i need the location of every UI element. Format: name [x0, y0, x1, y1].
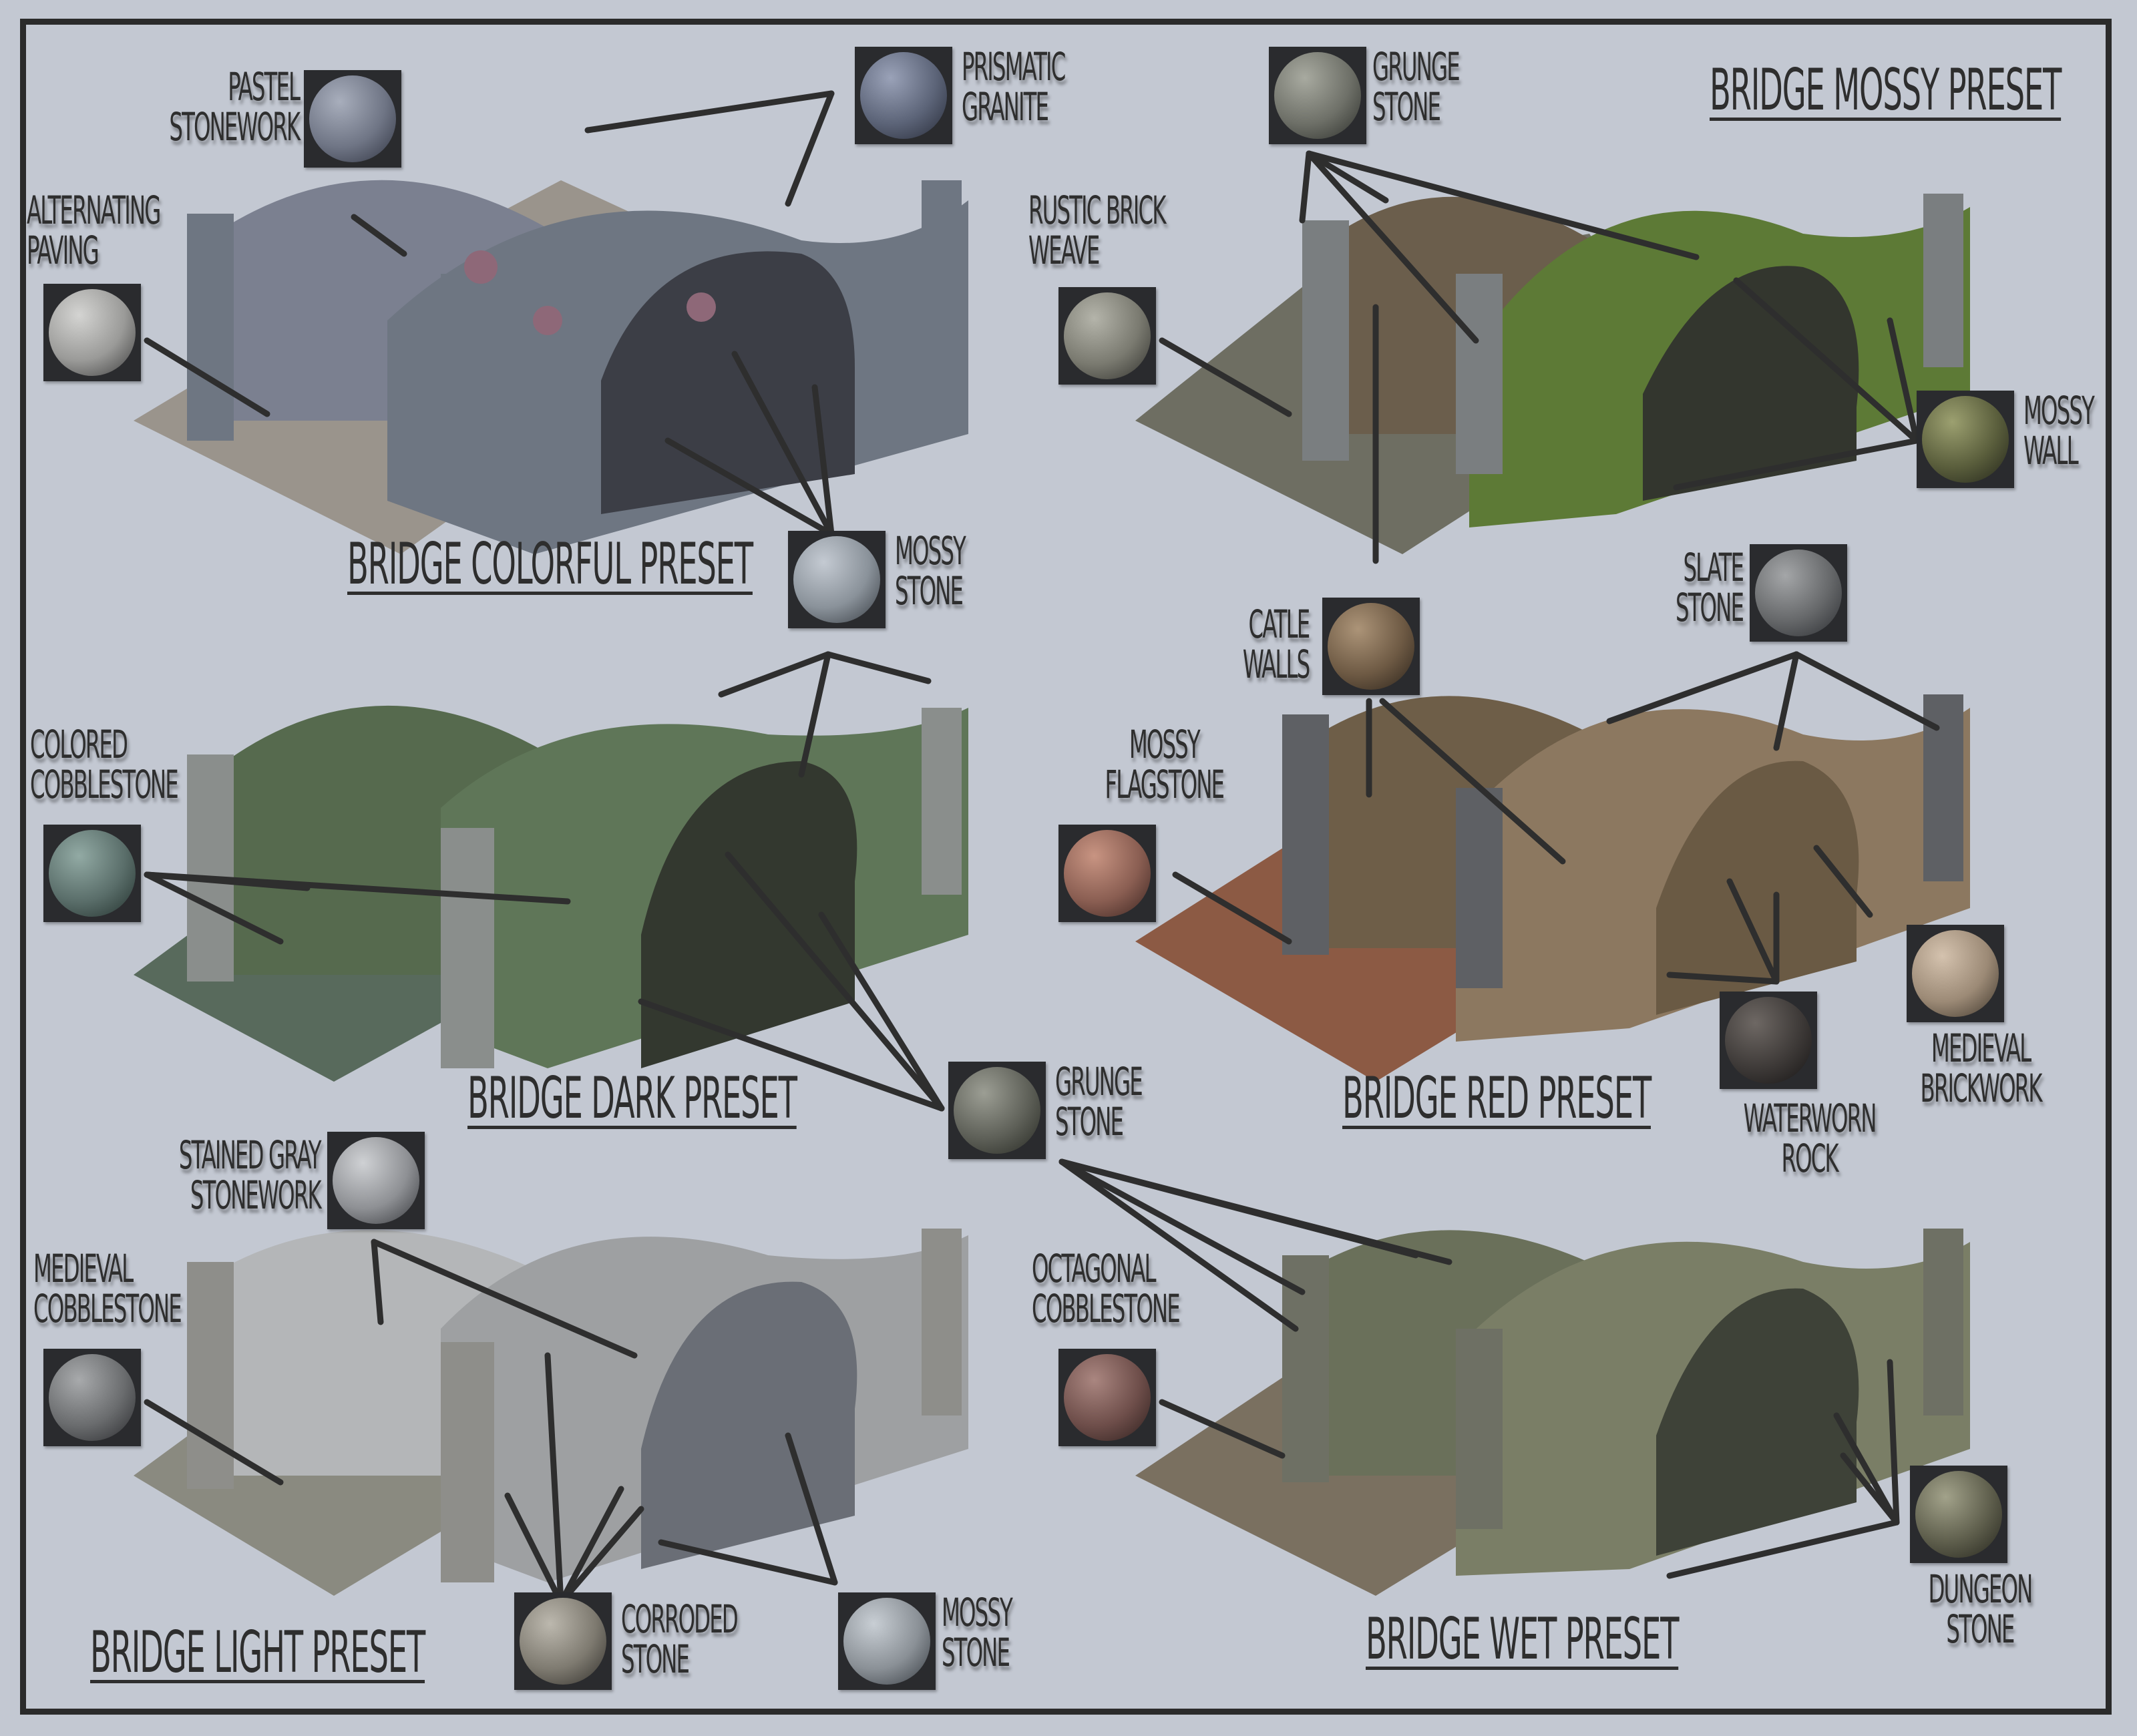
material-label-rustic-brick-weave: Rustic Brick Weave	[1028, 188, 1166, 273]
material-swatch-medieval-cobblestone	[43, 1349, 141, 1446]
material-label-pastel-stonework: Pastel Stonework	[169, 64, 301, 150]
material-swatch-catle-walls	[1322, 598, 1420, 695]
material-swatch-stained-gray-stonework	[327, 1132, 425, 1229]
material-swatch-alternating-paving	[43, 284, 141, 381]
material-swatch-grunge-stone-2	[948, 1062, 1046, 1159]
material-label-medieval-brickwork: Medieval Brickwork	[1920, 1026, 2043, 1111]
bridge-colorful-illustration	[134, 180, 968, 554]
material-label-mossy-stone-2: Mossy Stone	[942, 1590, 1013, 1675]
preset-title-dark: Bridge Dark Preset	[467, 1065, 797, 1132]
preset-title-light: Bridge Light Preset	[90, 1619, 425, 1686]
bridge-light-illustration	[134, 1229, 968, 1596]
preset-title-mossy: Bridge Mossy Preset	[1710, 57, 2062, 124]
preset-title-wet: Bridge Wet Preset	[1366, 1606, 1679, 1673]
bridge-mossy	[1135, 154, 2003, 584]
material-swatch-waterworn-rock	[1720, 992, 1817, 1089]
bridge-colorful	[134, 100, 1002, 557]
material-label-grunge-stone-1: Grunge Stone	[1372, 44, 1461, 130]
bridge-wet-illustration	[1135, 1229, 1970, 1596]
material-label-octagonal-cobblestone: Octagonal Cobblestone	[1032, 1246, 1181, 1331]
bridge-red-illustration	[1135, 694, 1970, 1082]
material-swatch-mossy-stone-1	[788, 531, 886, 628]
material-swatch-dungeon-stone	[1910, 1466, 2007, 1563]
material-swatch-mossy-flagstone	[1058, 825, 1156, 922]
bridge-red	[1135, 654, 2003, 1084]
material-label-colored-cobblestone: Colored Cobblestone	[30, 722, 179, 807]
bridge-light	[134, 1195, 1002, 1612]
preset-title-colorful: Bridge Colorful Preset	[347, 531, 753, 598]
material-label-medieval-cobblestone: Medieval Cobblestone	[33, 1246, 182, 1331]
material-swatch-mossy-stone-2	[838, 1592, 936, 1690]
material-label-dungeon-stone: Dungeon Stone	[1928, 1566, 2033, 1652]
material-label-slate-stone: Slate Stone	[1675, 545, 1744, 630]
material-swatch-grunge-stone-1	[1269, 47, 1366, 144]
bridge-wet	[1135, 1195, 2003, 1612]
material-label-corroded-stone: Corroded Stone	[621, 1596, 739, 1682]
poster-frame	[20, 19, 2112, 1715]
bridge-dark	[134, 654, 1002, 1084]
material-swatch-colored-cobblestone	[43, 825, 141, 922]
material-swatch-prismatic-granite	[855, 47, 952, 144]
material-label-mossy-wall: Mossy Wall	[2023, 388, 2095, 473]
material-label-alternating-paving: Alternating Paving	[27, 188, 161, 273]
material-swatch-slate-stone	[1750, 544, 1847, 642]
material-label-catle-walls: Catle Walls	[1242, 602, 1310, 687]
preset-title-red: Bridge Red Preset	[1342, 1065, 1652, 1132]
material-label-prismatic-granite: Prismatic Granite	[962, 44, 1066, 130]
material-label-grunge-stone-2: Grunge Stone	[1055, 1059, 1143, 1144]
material-swatch-mossy-wall	[1917, 391, 2014, 488]
material-swatch-medieval-brickwork	[1907, 925, 2004, 1022]
material-label-mossy-stone-1: Mossy Stone	[895, 528, 966, 614]
material-swatch-octagonal-cobblestone	[1058, 1349, 1156, 1446]
material-label-stained-gray-stonework: Stained Gray Stonework	[179, 1132, 322, 1218]
material-swatch-rustic-brick-weave	[1058, 287, 1156, 385]
material-label-mossy-flagstone: Mossy Flagstone	[1105, 722, 1225, 807]
material-label-waterworn-rock: Waterworn Rock	[1743, 1096, 1877, 1181]
material-swatch-pastel-stonework	[304, 70, 401, 168]
material-swatch-corroded-stone	[514, 1592, 612, 1690]
bridge-mossy-illustration	[1135, 194, 1970, 554]
bridge-dark-illustration	[134, 705, 968, 1082]
